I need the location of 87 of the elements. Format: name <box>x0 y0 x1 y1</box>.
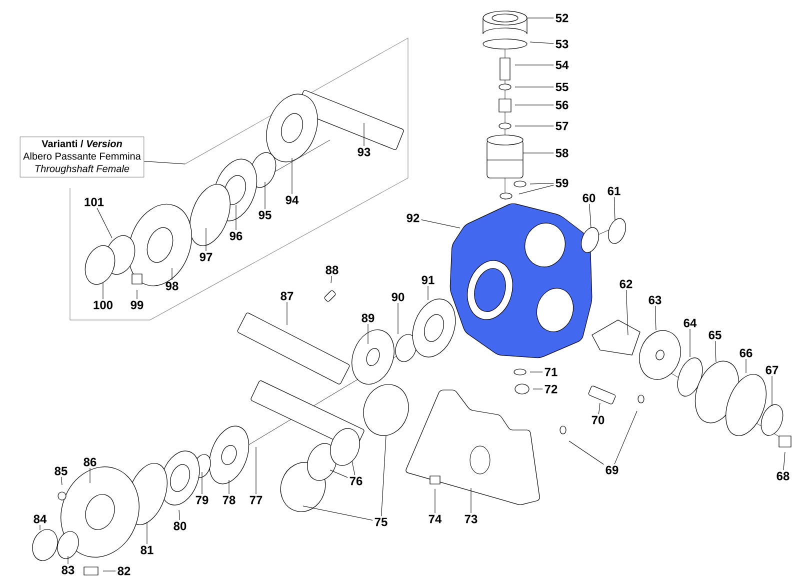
leader-line <box>518 184 554 194</box>
callout-number: 64 <box>684 318 697 328</box>
callout-number: 97 <box>200 252 212 262</box>
leader-line <box>530 42 554 44</box>
leader-line <box>614 196 616 220</box>
leader-line <box>514 64 554 66</box>
callout-number: 75 <box>374 518 388 526</box>
callout-number: 100 <box>94 300 113 310</box>
leader-line <box>421 220 460 228</box>
callout-number: 98 <box>166 282 178 290</box>
callout-number: 58 <box>556 148 568 158</box>
callout-number: 83 <box>62 566 74 574</box>
callout-number: 56 <box>556 100 568 110</box>
callout-number: 66 <box>740 348 752 358</box>
callout-number: 54 <box>556 60 569 70</box>
callout-number: 74 <box>428 514 442 524</box>
leader-line <box>264 182 266 210</box>
callout-number: 71 <box>544 368 558 376</box>
leader-line <box>286 302 288 326</box>
leader-line <box>532 388 543 390</box>
callout-number: 88 <box>326 266 338 274</box>
callout-number: 55 <box>556 82 568 92</box>
callout-number: 101 <box>84 198 104 206</box>
callout-number: 53 <box>556 40 568 48</box>
leader-line <box>614 410 638 464</box>
callout-number: 68 <box>776 472 790 480</box>
callout-number: 96 <box>230 232 242 240</box>
leader-line <box>470 488 472 514</box>
callout-number: 79 <box>196 496 208 504</box>
callout-number: 93 <box>358 148 370 156</box>
leader-line <box>568 440 604 465</box>
leader-line <box>598 402 600 414</box>
callout-number: 85 <box>54 466 68 476</box>
leader-line <box>530 183 554 184</box>
callout-number: 80 <box>174 522 186 530</box>
leader-line <box>381 436 386 516</box>
callout-number: 82 <box>118 566 130 576</box>
leader-line <box>228 480 230 494</box>
leader-line <box>783 452 786 470</box>
callout-number: 94 <box>286 196 299 204</box>
leader-line <box>144 160 186 164</box>
leader-line <box>102 570 116 572</box>
leader-line <box>302 506 373 521</box>
callout-number: 95 <box>258 210 272 220</box>
callout-number: 77 <box>250 496 262 504</box>
leader-line <box>654 306 656 330</box>
callout-number: 52 <box>556 14 568 22</box>
callout-number: 81 <box>140 546 154 554</box>
callout-number: 67 <box>766 366 778 374</box>
callout-number: 62 <box>620 280 632 288</box>
leader-line <box>352 460 356 476</box>
callout-number: 72 <box>544 384 558 394</box>
callout-number: 86 <box>84 458 96 466</box>
callout-number: 63 <box>648 296 662 304</box>
callout-number: 99 <box>130 300 144 310</box>
leader-line <box>178 510 180 520</box>
leader-line <box>434 488 436 514</box>
callout-number: 78 <box>222 496 236 504</box>
callout-number: 90 <box>392 292 404 302</box>
leader-line <box>146 522 148 544</box>
leader-line <box>330 276 332 284</box>
leader-line <box>330 470 348 478</box>
leader-line <box>589 204 592 228</box>
callout-number: 84 <box>34 514 47 524</box>
leader-line <box>514 104 554 106</box>
leader-line <box>61 476 62 486</box>
leader-line <box>522 152 554 154</box>
variant-box: Varianti / Version Albero Passante Femmina Throughshaft Female <box>20 136 144 178</box>
callout-number: 70 <box>592 416 604 424</box>
leader-line <box>102 282 104 300</box>
leader-line <box>514 86 554 88</box>
callout-number: 61 <box>608 186 620 196</box>
leader-line <box>714 340 716 362</box>
callout-number: 57 <box>556 122 568 130</box>
callout-number: 69 <box>606 466 618 474</box>
callout-number: 92 <box>406 214 420 222</box>
callout-number: 87 <box>280 292 294 300</box>
callout-number: 65 <box>708 330 722 340</box>
leader-line <box>96 208 112 238</box>
callout-number: 60 <box>582 194 596 202</box>
leader-line <box>136 290 138 300</box>
callout-number: 73 <box>464 514 478 524</box>
callout-number: 89 <box>362 314 374 322</box>
callout-number: 91 <box>422 276 434 284</box>
leader-line <box>626 290 628 336</box>
callout-number: 59 <box>556 178 568 188</box>
callout-number: 76 <box>350 476 362 486</box>
